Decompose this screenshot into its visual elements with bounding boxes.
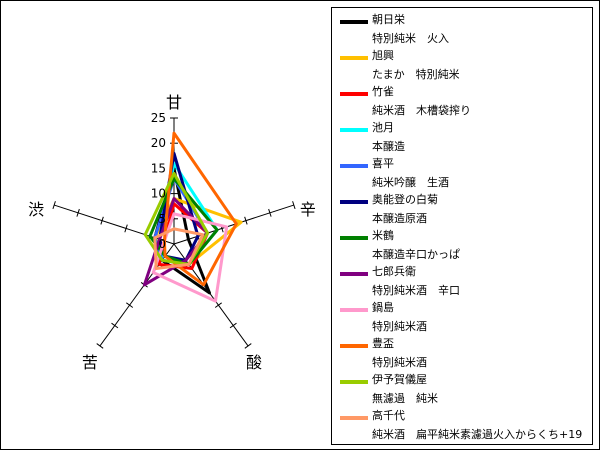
series-line-9 [162, 131, 238, 287]
legend-swatch [340, 380, 368, 384]
axis-label-0: 甘 [166, 93, 182, 112]
legend-series-name: 米鶴 [372, 229, 394, 242]
legend-series-name: 伊予賀儀屋 [372, 373, 427, 386]
series-line-10 [143, 171, 210, 266]
series-line-7 [142, 197, 210, 287]
scale-tick-label: 10 [151, 187, 166, 201]
axis-label-3: 苦 [82, 353, 98, 372]
legend-series-subtitle: たまか 特別純米 [372, 68, 460, 81]
axis-tick [100, 216, 104, 225]
legend-swatch [340, 344, 368, 348]
legend-series-subtitle: 純米酒 扁平純米素濾過火入からくち+19 [372, 428, 583, 441]
legend-swatch [340, 236, 368, 240]
legend-series-name: 喜平 [372, 157, 394, 170]
axis-tick [214, 302, 222, 308]
legend-series-subtitle: 本醸造 [372, 140, 405, 153]
legend-swatch [340, 56, 368, 60]
legend-swatch [340, 92, 368, 96]
legend-series-subtitle: 本醸造辛口かっぱ [372, 248, 460, 261]
scale-tick-label: 15 [151, 161, 166, 175]
legend-swatch [340, 416, 368, 420]
legend-swatch [340, 128, 368, 132]
axis-tick [244, 216, 248, 225]
axis-tick [292, 201, 296, 210]
axis-tick [268, 208, 272, 217]
scale-tick-label: 20 [151, 136, 166, 150]
legend-series-name: 奥能登の白菊 [372, 193, 438, 206]
legend-series-name: 七郎兵衛 [372, 265, 416, 278]
legend-swatch [340, 200, 368, 204]
axis-tick [52, 201, 56, 210]
axis-label-4: 渋 [28, 200, 44, 219]
legend-swatch [340, 164, 368, 168]
axis-tick [76, 208, 80, 217]
legend-series-name: 池月 [372, 121, 394, 134]
legend-swatch [340, 308, 368, 312]
series-line-11 [153, 227, 205, 270]
axis-tick [111, 322, 119, 329]
scale-tick-label: 5 [158, 212, 166, 226]
legend: 朝日栄特別純米 火入旭興たまか 特別純米竹雀純米酒 木槽袋搾り池月本醸造喜平純米… [331, 7, 593, 445]
legend-series-name: 旭興 [372, 49, 394, 62]
axis-label-2: 酸 [246, 353, 262, 372]
legend-series-name: 高千代 [372, 409, 405, 422]
axis-tick [126, 302, 134, 308]
axis-tick [229, 322, 237, 329]
legend-series-subtitle: 純米酒 木槽袋搾り [372, 104, 471, 117]
legend-series-name: 朝日栄 [372, 13, 405, 26]
legend-series-subtitle: 純米吟醸 生酒 [372, 176, 449, 189]
axis-label-1: 辛 [300, 200, 316, 219]
legend-series-name: 鍋島 [372, 301, 394, 314]
scale-tick-label: 0 [158, 237, 166, 251]
legend-series-subtitle: 特別純米酒 [372, 320, 427, 333]
axis-line-1 [173, 204, 294, 245]
legend-series-subtitle: 特別純米酒 辛口 [372, 284, 460, 297]
legend-series-name: 竹雀 [372, 85, 394, 98]
axis-tick [124, 224, 128, 233]
legend-swatch [340, 20, 368, 24]
legend-series-subtitle: 無濾過 純米 [372, 392, 438, 405]
legend-series-subtitle: 特別純米 火入 [372, 32, 449, 45]
legend-series-name: 豊盃 [372, 337, 394, 350]
axis-tick [244, 343, 252, 349]
legend-series-subtitle: 特別純米酒 [372, 356, 427, 369]
legend-series-subtitle: 本醸造原酒 [372, 212, 427, 225]
axis-tick [96, 343, 104, 349]
legend-swatch [340, 272, 368, 276]
scale-tick-label: 25 [151, 111, 166, 125]
